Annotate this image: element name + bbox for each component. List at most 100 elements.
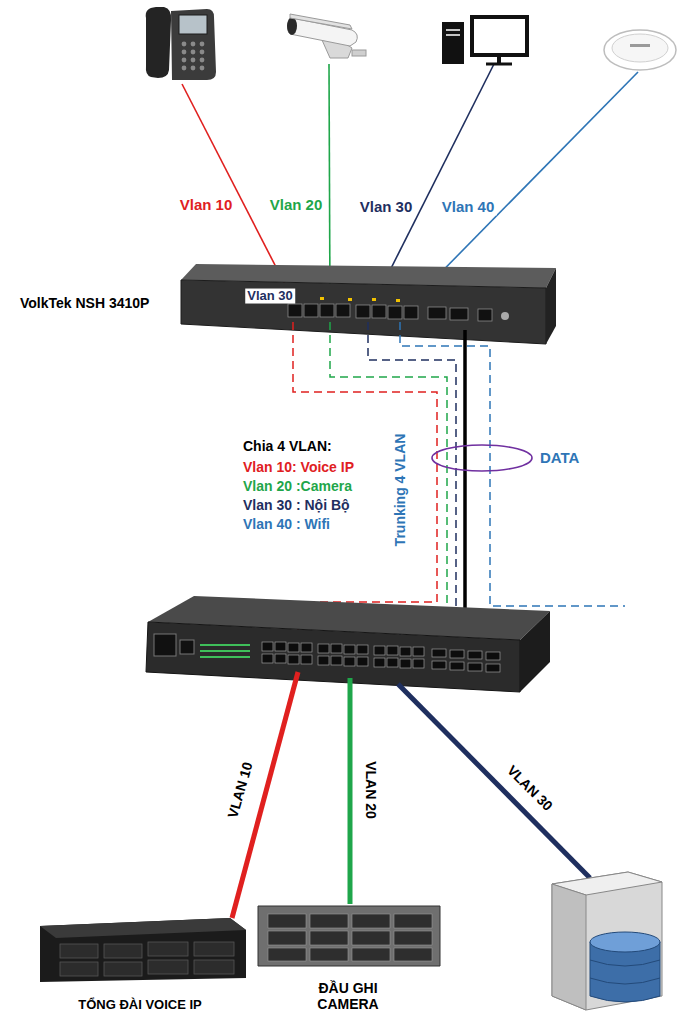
core-switch-device — [288, 655, 299, 664]
switch-device — [546, 268, 556, 344]
vlan-label: Vlan 40 — [440, 198, 497, 215]
pbx-device — [104, 962, 142, 976]
core-switch-device — [357, 645, 368, 654]
pbx-device — [60, 962, 98, 976]
core-switch-device — [413, 647, 424, 656]
computer-icon — [446, 34, 460, 36]
ip-phone-icon — [191, 58, 196, 63]
switch-node: VolkTek NSH 3410P — [18, 262, 178, 346]
nvr-device — [268, 948, 306, 961]
pbx-node: TỔNG ĐÀI VOICE IP — [30, 906, 250, 1014]
legend-line: Vlan 20 :Camera — [243, 478, 352, 494]
ip-phone-icon — [191, 50, 196, 55]
core-switch-device — [450, 650, 464, 658]
core-switch-device — [200, 656, 250, 658]
core-switch-device — [301, 643, 312, 652]
core-switch-device — [331, 644, 342, 653]
pbx-device — [60, 942, 234, 976]
core-switch-device — [318, 644, 329, 653]
ip-phone-icon — [200, 50, 205, 55]
core-switch-device — [262, 642, 273, 651]
computer-icon — [486, 63, 512, 66]
port-label: Vlan 30 — [245, 289, 295, 304]
ip-phone-icon — [191, 66, 196, 71]
access-point-icon — [630, 44, 650, 47]
core-switch-device — [262, 654, 273, 663]
core-switch-device — [400, 647, 411, 656]
access-point-icon — [604, 30, 676, 70]
core-switch-device — [344, 645, 355, 654]
camera-icon — [290, 14, 352, 29]
switch-device — [181, 280, 546, 344]
core-switch-device — [413, 659, 424, 668]
core-switch-device — [520, 611, 550, 692]
nvr-device — [310, 914, 348, 928]
nvr-device — [258, 906, 440, 966]
server-device — [552, 884, 586, 1010]
switch-device — [428, 307, 446, 319]
nvr-device — [258, 906, 440, 966]
ip-phone-icon — [171, 9, 216, 80]
switch-device — [320, 297, 400, 302]
vlan-label: Vlan 20 — [268, 196, 325, 213]
legend-line: Vlan 40 : Wifi — [243, 516, 330, 532]
switch-device — [336, 304, 350, 317]
core-switch-device — [432, 649, 446, 657]
vlan-label: VLAN 30 — [503, 761, 558, 816]
pbx-device — [40, 918, 246, 938]
vlan-label: Vlan 30 — [358, 198, 415, 215]
ip-phone-icon — [182, 66, 187, 71]
core-switch-device — [387, 646, 398, 655]
device-name: ĐẦU GHI CAMERA — [293, 981, 403, 1012]
pbx-device — [40, 918, 246, 982]
core-switch-device — [262, 642, 500, 672]
nvr-device — [394, 931, 432, 945]
core-switch-device — [200, 644, 250, 646]
core-switch-device — [146, 596, 550, 692]
vlan-cable — [182, 64, 638, 306]
switch-device — [288, 304, 492, 321]
core-switch-device — [374, 658, 385, 667]
core-switch-device — [146, 622, 520, 692]
pbx-device — [60, 944, 98, 958]
vlan-cable — [398, 684, 590, 878]
server-device — [552, 872, 662, 1010]
server-device — [590, 932, 660, 952]
camera-icon — [287, 14, 366, 58]
core-switch-device — [331, 656, 342, 665]
access-point-icon — [612, 34, 668, 62]
access-point-icon — [604, 30, 676, 70]
ip-phone-icon — [200, 58, 205, 63]
ip-phone-icon — [182, 42, 187, 47]
core-switch-device — [432, 661, 446, 669]
nvr-device — [268, 914, 306, 928]
core-switch-device — [200, 644, 250, 658]
core-switch-device — [486, 664, 500, 672]
nvr-device — [394, 914, 432, 928]
server-device — [552, 872, 662, 1010]
switch-device — [404, 306, 418, 319]
device-name: VolkTek NSH 3410P — [20, 296, 149, 311]
vlan-cable — [232, 672, 590, 918]
legend-heading: Chia 4 VLAN: — [243, 438, 332, 454]
server-device — [590, 960, 660, 966]
core-switch-device — [301, 655, 312, 664]
core-switch-device — [275, 654, 286, 663]
pbx-device — [40, 918, 246, 982]
vlan-label: VLAN 20 — [363, 759, 379, 821]
camera-icon — [352, 50, 366, 56]
computer-icon — [497, 56, 501, 63]
core-switch-device — [374, 646, 385, 655]
core-switch-device — [486, 652, 500, 660]
ip-phone-icon — [146, 7, 171, 78]
vlan-cable — [348, 678, 353, 904]
switch-device — [356, 305, 370, 318]
computer-icon — [472, 17, 527, 55]
nvr-device — [352, 914, 390, 928]
vlan-dashed-path — [368, 322, 456, 646]
switch-device — [304, 304, 318, 317]
ip-phone-icon — [182, 58, 187, 63]
switch-device — [320, 304, 334, 317]
ip-phone-icon — [200, 66, 205, 71]
computer-icon — [442, 17, 527, 64]
